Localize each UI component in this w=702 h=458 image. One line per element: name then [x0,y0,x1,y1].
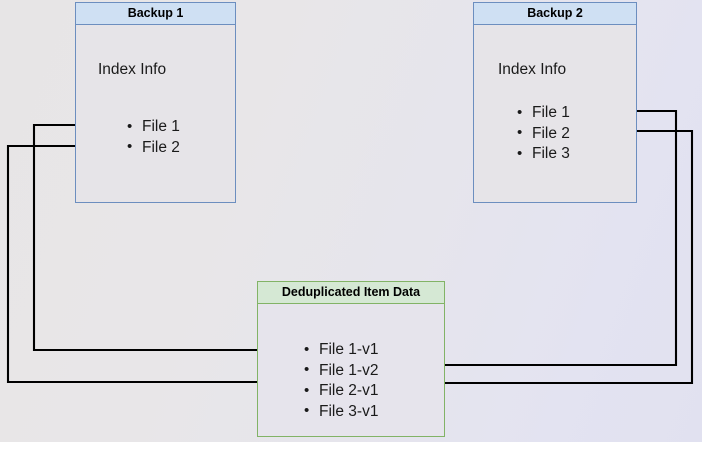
node-backup-1-body: Index Info File 1 File 2 [76,25,235,224]
node-backup-1-title: Backup 1 [76,3,235,25]
list-item[interactable]: File 2 [126,137,180,159]
node-deduplicated-item-data-body: File 1-v1 File 1-v2 File 2-v1 File 3-v1 [258,304,444,458]
node-backup-2-body: Index Info File 1 File 2 File 3 [474,25,636,224]
list-item[interactable]: File 2-v1 [303,381,378,402]
list-item[interactable]: File 1-v2 [303,360,378,382]
node-deduplicated-file-list: File 1-v1 File 1-v2 File 2-v1 File 3-v1 [303,340,378,422]
node-backup-2-index-label: Index Info [498,61,567,78]
list-item[interactable]: File 2 [516,123,570,145]
list-item[interactable]: File 1 [516,103,570,124]
list-item[interactable]: File 3-v1 [303,401,378,423]
list-item[interactable]: File 3 [516,144,570,165]
node-backup-1[interactable]: Backup 1 Index Info File 1 File 2 [75,2,236,203]
diagram-canvas: Backup 1 Index Info File 1 File 2 Backup… [0,0,702,442]
list-item[interactable]: File 1 [126,117,180,138]
node-deduplicated-item-data[interactable]: Deduplicated Item Data File 1-v1 File 1-… [257,281,445,437]
node-backup-2-title: Backup 2 [474,3,636,25]
node-deduplicated-item-data-title: Deduplicated Item Data [258,282,444,304]
node-backup-2[interactable]: Backup 2 Index Info File 1 File 2 File 3 [473,2,637,203]
node-backup-2-file-list: File 1 File 2 File 3 [516,103,570,165]
list-item[interactable]: File 1-v1 [303,340,378,361]
node-backup-1-index-label: Index Info [98,61,167,78]
node-backup-1-file-list: File 1 File 2 [126,117,180,158]
